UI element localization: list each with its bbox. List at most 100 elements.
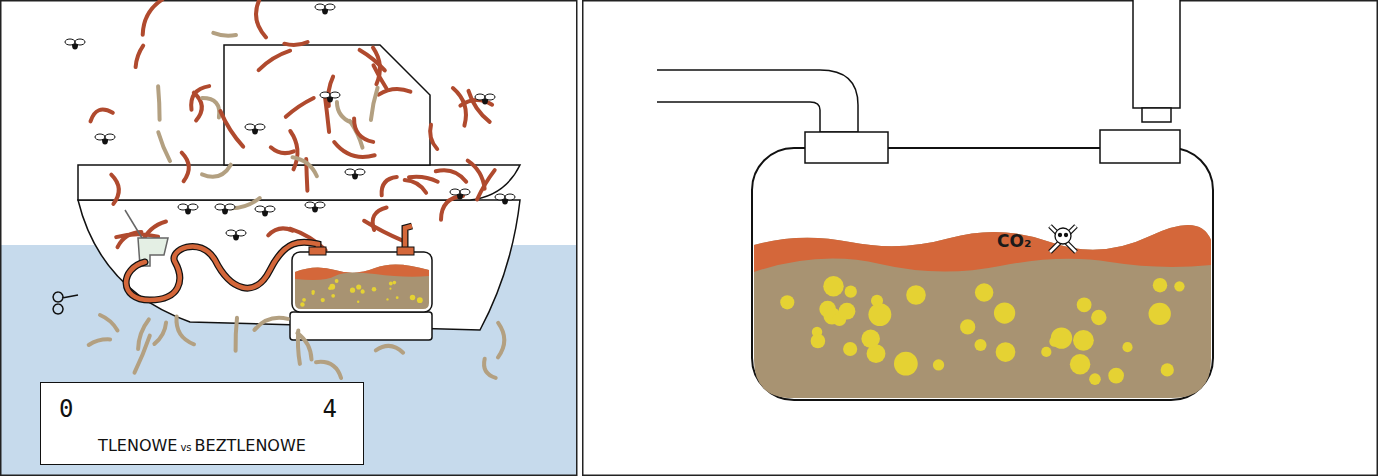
caption-row: TLENOWEvsBEZTLENOWE (41, 436, 363, 458)
fly-wing (215, 204, 225, 210)
worm (484, 359, 496, 378)
worm (158, 132, 170, 161)
particle (386, 298, 388, 300)
particle (1149, 303, 1171, 325)
particle (933, 359, 944, 370)
particle (1077, 297, 1092, 312)
worm (89, 339, 110, 345)
legend-box: 0 4TLENOWEvsBEZTLENOWE (40, 382, 364, 465)
worm (259, 51, 291, 70)
particle (894, 352, 918, 376)
particle (843, 342, 857, 356)
fly-wing (325, 4, 335, 10)
particle (1153, 278, 1167, 292)
count-number: 4 (323, 395, 337, 423)
count-number: 0 (59, 395, 73, 423)
particle (396, 296, 399, 299)
particle (312, 292, 315, 295)
particle (356, 284, 361, 289)
worm (158, 86, 160, 120)
particle (1161, 363, 1174, 376)
particle (357, 301, 359, 303)
worm (379, 89, 411, 95)
fly-wing (460, 189, 470, 195)
worm (293, 157, 317, 176)
worm (297, 333, 311, 359)
worm (364, 221, 403, 241)
particle (302, 298, 306, 302)
fly-wing (188, 204, 198, 210)
worm (374, 65, 387, 88)
skull-crossbones (1050, 226, 1076, 252)
worm (271, 147, 294, 153)
worm (256, 0, 266, 37)
worm (436, 170, 466, 181)
septic-tank (657, 0, 1213, 400)
particle (335, 279, 339, 283)
particle (1070, 354, 1090, 374)
worm (284, 42, 307, 45)
worm (334, 142, 375, 157)
worm (360, 50, 385, 71)
worm (382, 177, 397, 195)
flies (65, 4, 515, 241)
worm (468, 161, 485, 189)
particle (975, 283, 993, 301)
worm (376, 346, 403, 353)
fly-wing (75, 39, 85, 45)
particle (393, 281, 397, 285)
particle (329, 284, 335, 290)
panel-frame (583, 1, 1378, 476)
gas-label: CO₂ (997, 231, 1031, 251)
worm (143, 0, 163, 35)
worm (100, 315, 118, 331)
worm (191, 86, 209, 110)
fly-wing (255, 206, 265, 212)
fly-wing (495, 194, 505, 200)
worm (116, 234, 158, 237)
fly-wing (236, 230, 246, 236)
worm (498, 323, 504, 358)
worm (477, 170, 495, 199)
small-tank (292, 247, 432, 312)
worm (136, 46, 144, 67)
hose (126, 242, 318, 300)
fly-wing (355, 169, 365, 175)
particle (861, 329, 880, 348)
worms (89, 0, 505, 378)
fly-wing (345, 169, 355, 175)
worm (202, 165, 231, 177)
fly-wing (95, 134, 105, 140)
worm (135, 336, 150, 373)
particle (811, 334, 826, 349)
particle (1073, 330, 1094, 351)
boat (53, 45, 520, 340)
particle (960, 319, 975, 334)
particle (389, 282, 393, 286)
worm (286, 98, 314, 117)
worm (236, 318, 237, 351)
hose (126, 242, 318, 300)
fly-wing (255, 124, 265, 130)
worm (441, 196, 463, 220)
particle (1041, 347, 1051, 357)
fly-wing (475, 94, 485, 100)
particle (321, 298, 325, 302)
particle (300, 302, 304, 306)
particle (780, 295, 794, 309)
particle (1108, 368, 1124, 384)
particle (974, 339, 986, 351)
fly-wing (315, 4, 325, 10)
particle (996, 342, 1016, 362)
fly-wing (225, 204, 235, 210)
fly-wing (245, 124, 255, 130)
fly-wing (65, 39, 75, 45)
particle (1122, 342, 1132, 352)
particle (350, 288, 355, 293)
particle (389, 288, 391, 290)
particle (823, 276, 843, 296)
caption-word: vs (180, 442, 191, 453)
fly-wing (330, 92, 340, 98)
worm (453, 88, 466, 126)
particle (361, 290, 365, 294)
